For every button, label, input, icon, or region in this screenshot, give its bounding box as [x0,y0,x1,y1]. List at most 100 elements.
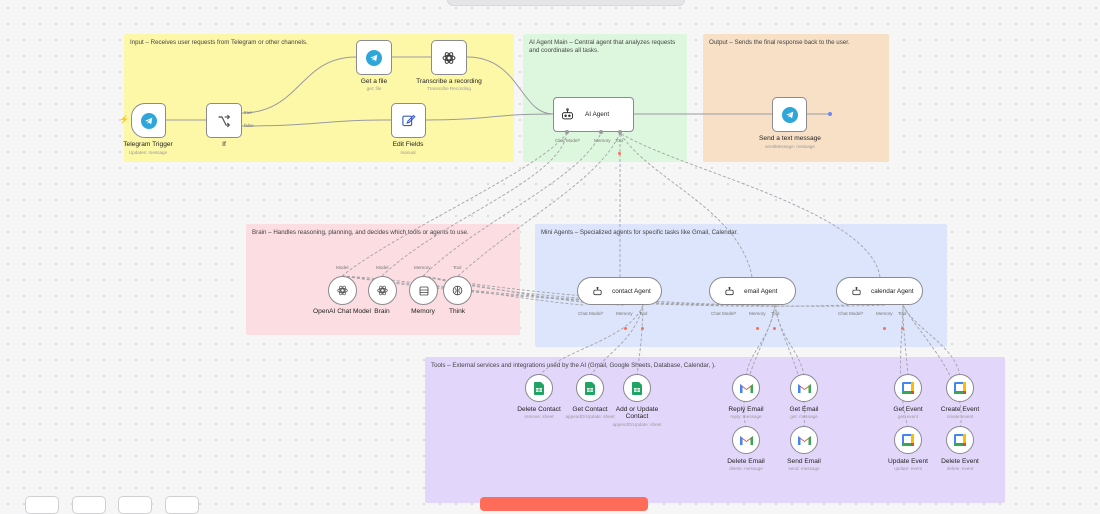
get-email-node[interactable] [790,374,818,402]
create-event-sub: create: event [946,414,974,419]
connection-delete-event-to-calendar [902,304,962,429]
delete-event-node[interactable] [946,426,974,454]
google-calendar-icon [954,434,966,446]
robot-icon [560,107,575,122]
reset-zoom-button[interactable] [165,496,199,514]
ai-agent-port-chat-model: Chat Model* [555,138,581,143]
telegram-icon [781,106,798,123]
memory-label: Memory [411,308,435,315]
delete-contact-sub: remove: sheet [524,414,554,419]
ai-agent-port-dot[interactable] [618,130,622,134]
ai-agent-port-memory: Memory [594,138,611,143]
add-update-contact-label-line1: Add or Update [615,406,659,413]
get-file-sub: get: file [366,86,382,91]
google-sheets-icon [585,381,595,395]
send-message-output-dot[interactable] [828,112,832,116]
transcribe-label: Transcribe a recording [416,78,482,85]
delete-email-sub: delete: message [729,466,763,471]
delete-contact-node[interactable] [525,374,553,402]
openai-icon [336,284,349,297]
delete-email-node[interactable] [732,426,760,454]
ai-agent-port-dot[interactable] [599,130,603,134]
get-file-node[interactable] [356,40,392,75]
edit-fields-node[interactable] [391,103,426,138]
telegram-icon [366,49,382,66]
delete-email-label: Delete Email [727,458,765,465]
sticky-input-text: Input – Receives user requests from Tele… [130,39,308,46]
think-node[interactable] [443,276,472,305]
calendar-agent-port-memory: Memory [876,311,893,316]
if-false-port-label: false [244,123,254,128]
get-email-label: Get Email [789,406,819,413]
connection-model-to-agent [341,132,568,277]
connection-memory-to-agent [422,132,602,277]
telegram-trigger-label: Telegram Trigger [123,141,173,148]
openai-chat-model-label: OpenAI Chat Model [313,308,371,315]
add-tool-marker[interactable] [618,152,621,155]
email-agent-port-chat-model: Chat Model* [711,311,737,316]
get-event-sub: get: event [897,414,919,419]
memory-node[interactable] [409,276,438,305]
sticky-brain-text: Brain – Handles reasoning, planning, and… [252,229,469,236]
sticky-mini-agents-text: Mini Agents – Specialized agents for spe… [541,229,739,236]
email-agent-node[interactable]: email Agent [709,277,796,305]
update-event-node[interactable] [894,426,922,454]
telegram-trigger-node[interactable] [131,103,166,138]
brain-node[interactable] [368,276,397,305]
calendar-agent-port-tool: Tool [898,311,907,316]
delete-contact-label: Delete Contact [517,406,561,413]
add-tool-marker[interactable] [883,327,886,330]
connection-memory-to-calendar [422,275,886,307]
add-update-contact-node[interactable] [623,374,651,402]
test-workflow-button[interactable] [480,497,648,511]
connection-transcribe-agent [466,56,554,115]
add-tool-marker[interactable] [773,327,776,330]
robot-icon [851,286,862,297]
think-label: Think [448,308,466,315]
update-event-label: Update Event [888,458,928,465]
think-port-label: Tool [453,265,462,270]
if-node[interactable] [206,103,242,138]
connection-create-event-to-calendar [902,304,961,377]
contact-agent-port-memory: Memory [616,311,633,316]
add-tool-marker[interactable] [901,327,904,330]
create-event-node[interactable] [946,374,974,402]
add-tool-marker[interactable] [624,327,627,330]
ai-agent-node[interactable]: AI Agent [553,97,634,132]
database-icon [418,285,430,297]
zoom-to-fit-button[interactable] [25,496,59,514]
add-tool-marker[interactable] [756,327,759,330]
contact-agent-port-chat-model: Chat Model* [578,311,604,316]
zoom-out-button[interactable] [118,496,152,514]
zoom-in-button[interactable] [72,496,106,514]
email-agent-port-memory: Memory [749,311,766,316]
connection-think-to-agent [457,132,621,277]
get-contact-node[interactable] [576,374,604,402]
send-message-node[interactable] [772,97,807,132]
edit-fields-sub: manual [400,150,416,155]
sticky-tools-text: Tools – External services and integratio… [431,362,716,369]
ai-agent-port-dot[interactable] [565,130,569,134]
create-event-label: Create Event [940,406,980,413]
contact-agent-node[interactable]: contact Agent [577,277,662,305]
google-sheets-icon [632,381,642,395]
openai-chat-model-node[interactable] [328,276,357,305]
sticky-ai-main-text: AI Agent Main – Central agent that analy… [529,39,676,55]
get-event-node[interactable] [894,374,922,402]
connection-reply-email-to-email [745,304,776,377]
transcribe-sub: Transcribe Recording [427,86,471,91]
openai-icon [441,50,457,66]
google-sheets-icon [534,381,544,395]
send-email-node[interactable] [790,426,818,454]
brain-label: Brain [374,308,390,315]
connection-if-false-edit-fields [241,119,392,127]
reply-email-node[interactable] [732,374,760,402]
add-tool-marker[interactable] [641,327,644,330]
calendar-agent-label: calendar Agent [871,287,914,295]
transcribe-node[interactable] [431,40,467,75]
calendar-agent-node[interactable]: calendar Agent [836,277,923,305]
ai-agent-label: AI Agent [585,111,610,118]
email-agent-port-tool: Tool [771,311,780,316]
